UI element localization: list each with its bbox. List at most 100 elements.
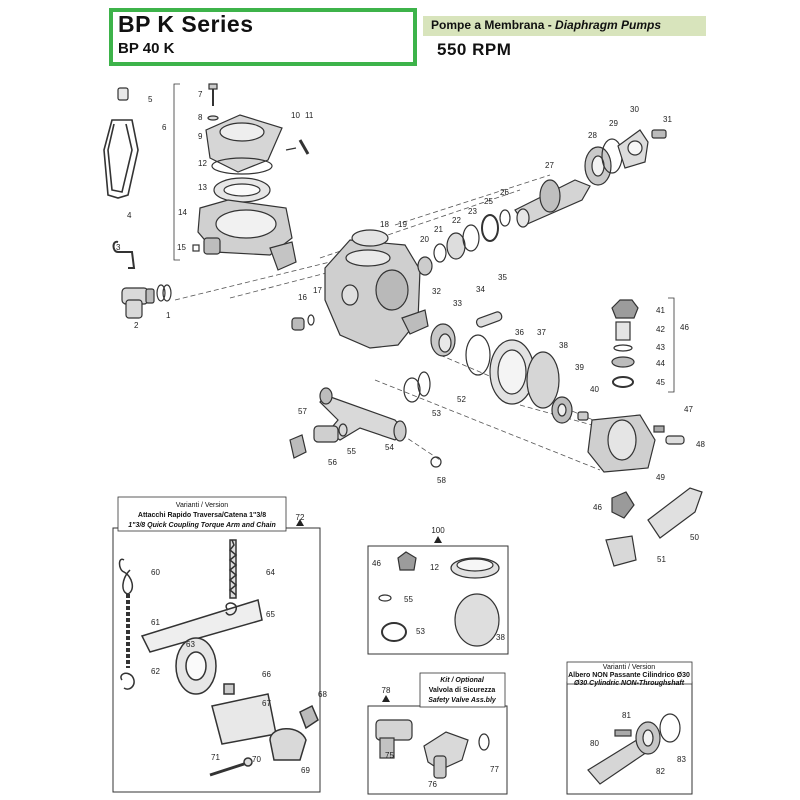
part-label-38-ref: 38 — [496, 633, 505, 642]
part-label-1: 1 — [166, 311, 171, 320]
part-label-55-ref: 55 — [404, 595, 413, 604]
part-label-58: 58 — [437, 476, 446, 485]
torque-arm-ref: 72 — [296, 513, 305, 522]
group-46-bracket — [668, 297, 675, 393]
pump-body-casing — [324, 229, 429, 349]
part-label-52: 52 — [457, 395, 466, 404]
drain-plug-part — [291, 314, 315, 331]
part-label-18: 18 — [380, 220, 389, 229]
part-label-53: 53 — [432, 409, 441, 418]
part-label-40: 40 — [590, 385, 599, 394]
part-label-7: 7 — [198, 90, 203, 99]
part-label-21: 21 — [434, 225, 443, 234]
assembly-guide-lines — [174, 174, 611, 471]
part-label-16: 16 — [298, 293, 307, 302]
part-label-50: 50 — [690, 533, 699, 542]
part-label-37: 37 — [537, 328, 546, 337]
part-label-32: 32 — [432, 287, 441, 296]
part-label-81: 81 — [622, 711, 631, 720]
valve-stack — [611, 299, 639, 388]
part-label-39: 39 — [575, 363, 584, 372]
part-label-26: 26 — [500, 188, 509, 197]
torque-arm-title-3: 1"3/8 Quick Coupling Torque Arm and Chai… — [128, 522, 275, 529]
part-label-67: 67 — [262, 699, 271, 708]
shaft-title-2: Albero NON Passante Cilindrico Ø30 — [568, 672, 690, 679]
crankshaft-assembly — [417, 129, 667, 276]
part-label-75: 75 — [385, 751, 394, 760]
variant-box-torque-arm — [112, 496, 321, 793]
part-label-63: 63 — [186, 640, 195, 649]
part-label-56: 56 — [328, 458, 337, 467]
part-label-42: 42 — [656, 325, 665, 334]
part-label-2: 2 — [134, 321, 139, 330]
part-label-77: 77 — [490, 765, 499, 774]
kit-box-100 — [367, 536, 509, 655]
pump-type-it: Pompe a Membrana - — [431, 18, 556, 32]
safety-valve-title-2: Valvola di Sicurezza — [429, 687, 496, 694]
part-label-48: 48 — [696, 440, 705, 449]
part-label-53-ref: 53 — [416, 627, 425, 636]
part-label-47: 47 — [684, 405, 693, 414]
part-label-29: 29 — [609, 119, 618, 128]
kit-box-safety-valve — [367, 672, 508, 795]
part-label-11: 11 — [305, 111, 314, 120]
part-label-46-ref: 46 — [372, 559, 381, 568]
bracket-part — [647, 487, 703, 539]
part-label-10: 10 — [291, 111, 300, 120]
part-label-30: 30 — [630, 105, 639, 114]
part-label-28: 28 — [588, 131, 597, 140]
part-label-45: 45 — [656, 378, 665, 387]
part-label-66: 66 — [262, 670, 271, 679]
part-label-68: 68 — [318, 690, 327, 699]
part-label-12: 12 — [198, 159, 207, 168]
part-label-15: 15 — [177, 243, 186, 252]
part-label-35: 35 — [498, 273, 507, 282]
part-label-69: 69 — [301, 766, 310, 775]
torque-arm-title-1: Varianti / Version — [176, 502, 229, 509]
part-label-13: 13 — [198, 183, 207, 192]
pump-type-band — [423, 16, 706, 36]
outlet-pipe-assembly — [289, 371, 442, 468]
pump-head-assembly — [192, 83, 310, 271]
part-label-44: 44 — [656, 359, 665, 368]
safety-valve-title-1: Kit / Optional — [440, 677, 485, 684]
part-label-22: 22 — [452, 216, 461, 225]
part-label-54: 54 — [385, 443, 394, 452]
part-label-51: 51 — [657, 555, 666, 564]
part-label-55: 55 — [347, 447, 356, 456]
piston-diaphragm-assembly — [430, 311, 589, 424]
part-label-57: 57 — [298, 407, 307, 416]
part-label-71: 71 — [211, 753, 220, 762]
variant-box-shaft — [566, 661, 693, 795]
part-label-76: 76 — [428, 780, 437, 789]
pump-type-en: Diaphragm Pumps — [555, 18, 662, 32]
kit-100-ref: 100 — [431, 526, 445, 535]
part-label-14: 14 — [178, 208, 187, 217]
part-label-19: 19 — [398, 220, 407, 229]
part-label-46-ref: 46 — [593, 503, 602, 512]
part-label-41: 41 — [656, 306, 665, 315]
group-6-bracket — [173, 83, 180, 261]
part-label-46: 46 — [680, 323, 689, 332]
part-label-6: 6 — [162, 123, 167, 132]
part-label-25: 25 — [484, 197, 493, 206]
part-label-80: 80 — [590, 739, 599, 748]
part-label-33: 33 — [453, 299, 462, 308]
part-label-36: 36 — [515, 328, 524, 337]
cap-screw-part — [117, 87, 129, 101]
part-label-4: 4 — [127, 211, 132, 220]
part-label-5: 5 — [148, 95, 153, 104]
safety-valve-ref: 78 — [382, 686, 391, 695]
torque-arm-title-2: Attacchi Rapido Traversa/Catena 1"3/8 — [138, 512, 266, 519]
part-label-27: 27 — [545, 161, 554, 170]
part-label-38: 38 — [559, 341, 568, 350]
hook-part — [112, 240, 136, 269]
part-label-62: 62 — [151, 667, 160, 676]
handle-bail-part — [103, 119, 139, 199]
manifold-head — [587, 414, 685, 567]
part-label-23: 23 — [468, 207, 477, 216]
part-label-8: 8 — [198, 113, 203, 122]
shaft-title-1: Varianti / Version — [603, 664, 656, 671]
part-label-43: 43 — [656, 343, 665, 352]
